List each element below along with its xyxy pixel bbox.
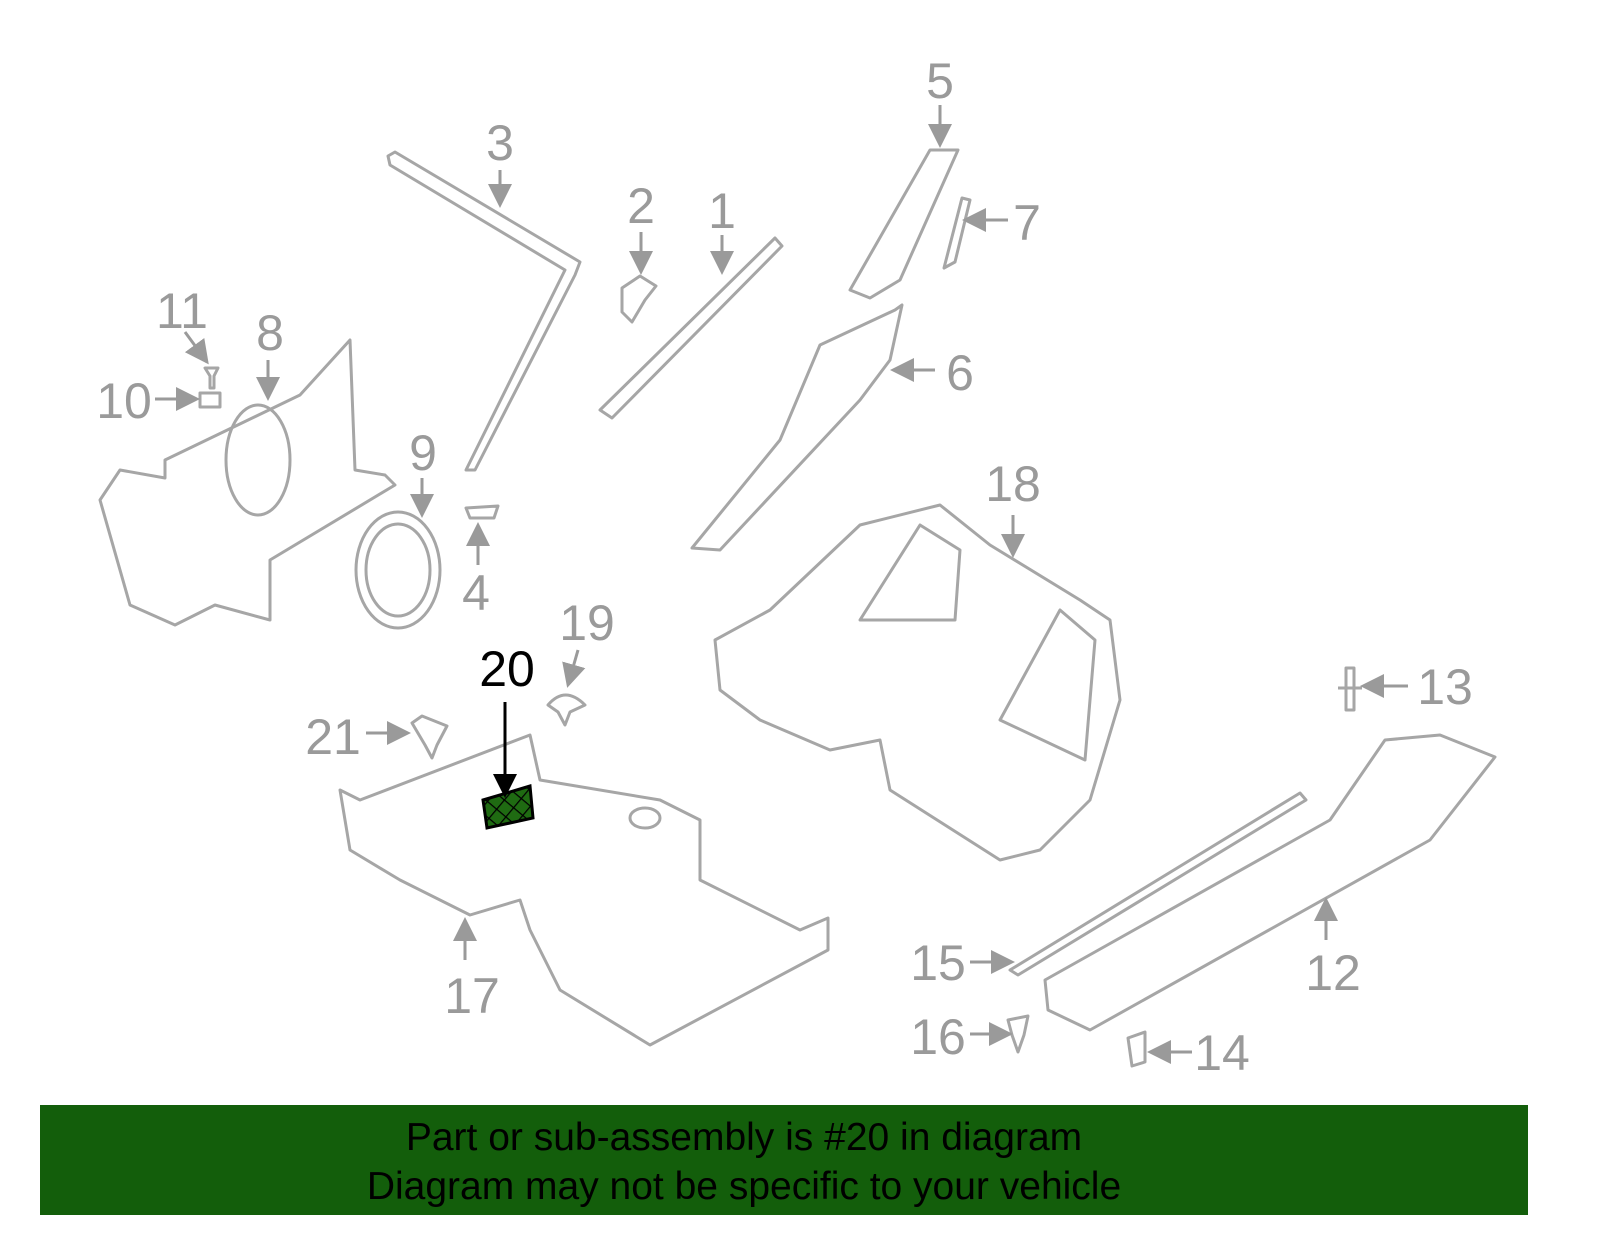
part-15-sill-strip: [1008, 791, 1308, 977]
callout-8[interactable]: 8: [256, 305, 284, 361]
part-10-clip: [198, 391, 222, 409]
part-1-trim: [598, 236, 784, 420]
callout-21[interactable]: 21: [305, 709, 361, 765]
part-14-clip: [1126, 1030, 1147, 1068]
callout-9[interactable]: 9: [409, 425, 437, 481]
part-17-front-carpet: [338, 733, 830, 1047]
callout-12[interactable]: 12: [1305, 945, 1361, 1001]
callout-18[interactable]: 18: [985, 456, 1041, 512]
part-7-pad: [942, 196, 972, 270]
part-11-screw: [203, 366, 220, 390]
callout-4[interactable]: 4: [462, 565, 490, 621]
banner-line-1: Part or sub-assembly is #20 in diagram: [405, 1116, 1083, 1159]
callout-6[interactable]: 6: [946, 345, 974, 401]
callout-3[interactable]: 3: [486, 115, 514, 171]
callout-15[interactable]: 15: [910, 935, 966, 991]
part-13-clip: [1338, 666, 1362, 712]
part-12-sill-plate: [1043, 733, 1497, 1032]
part-8-quarter-trim: [98, 338, 397, 627]
part-9-speaker-ring: [354, 510, 442, 630]
part-18-rear-carpet: [713, 503, 1122, 862]
callout-11[interactable]: 11: [156, 283, 208, 339]
callout-2[interactable]: 2: [627, 178, 655, 234]
part-6-pillar-trim: [690, 303, 904, 552]
callout-1[interactable]: 1: [708, 183, 736, 239]
callout-13[interactable]: 13: [1417, 659, 1473, 715]
callout-labels: 1 2 3 4 5 6 7 8 9 10 11 12 13 14 15 16 1…: [96, 53, 1473, 1081]
part-19-clip: [546, 693, 587, 727]
part-16-clip: [1006, 1014, 1030, 1054]
callout-5[interactable]: 5: [926, 53, 954, 109]
part-20-insulator[interactable]: [481, 784, 535, 830]
info-banner: Part or sub-assembly is #20 in diagram D…: [40, 1105, 1528, 1215]
part-2-clip: [620, 274, 658, 324]
callout-19[interactable]: 19: [559, 595, 615, 651]
callout-10[interactable]: 10: [96, 373, 152, 429]
part-5-pillar-trim: [848, 148, 960, 300]
callout-arrows: [155, 105, 1408, 1064]
callout-20[interactable]: 20: [479, 641, 535, 697]
callout-7[interactable]: 7: [1013, 195, 1041, 251]
part-3-weatherstrip: [386, 150, 582, 472]
banner-line-2: Diagram may not be specific to your vehi…: [366, 1165, 1122, 1208]
part-21-clip: [410, 714, 449, 760]
callout-16[interactable]: 16: [910, 1009, 966, 1065]
callout-17[interactable]: 17: [444, 968, 500, 1024]
callout-14[interactable]: 14: [1194, 1025, 1250, 1081]
part-4-clip: [464, 504, 500, 520]
